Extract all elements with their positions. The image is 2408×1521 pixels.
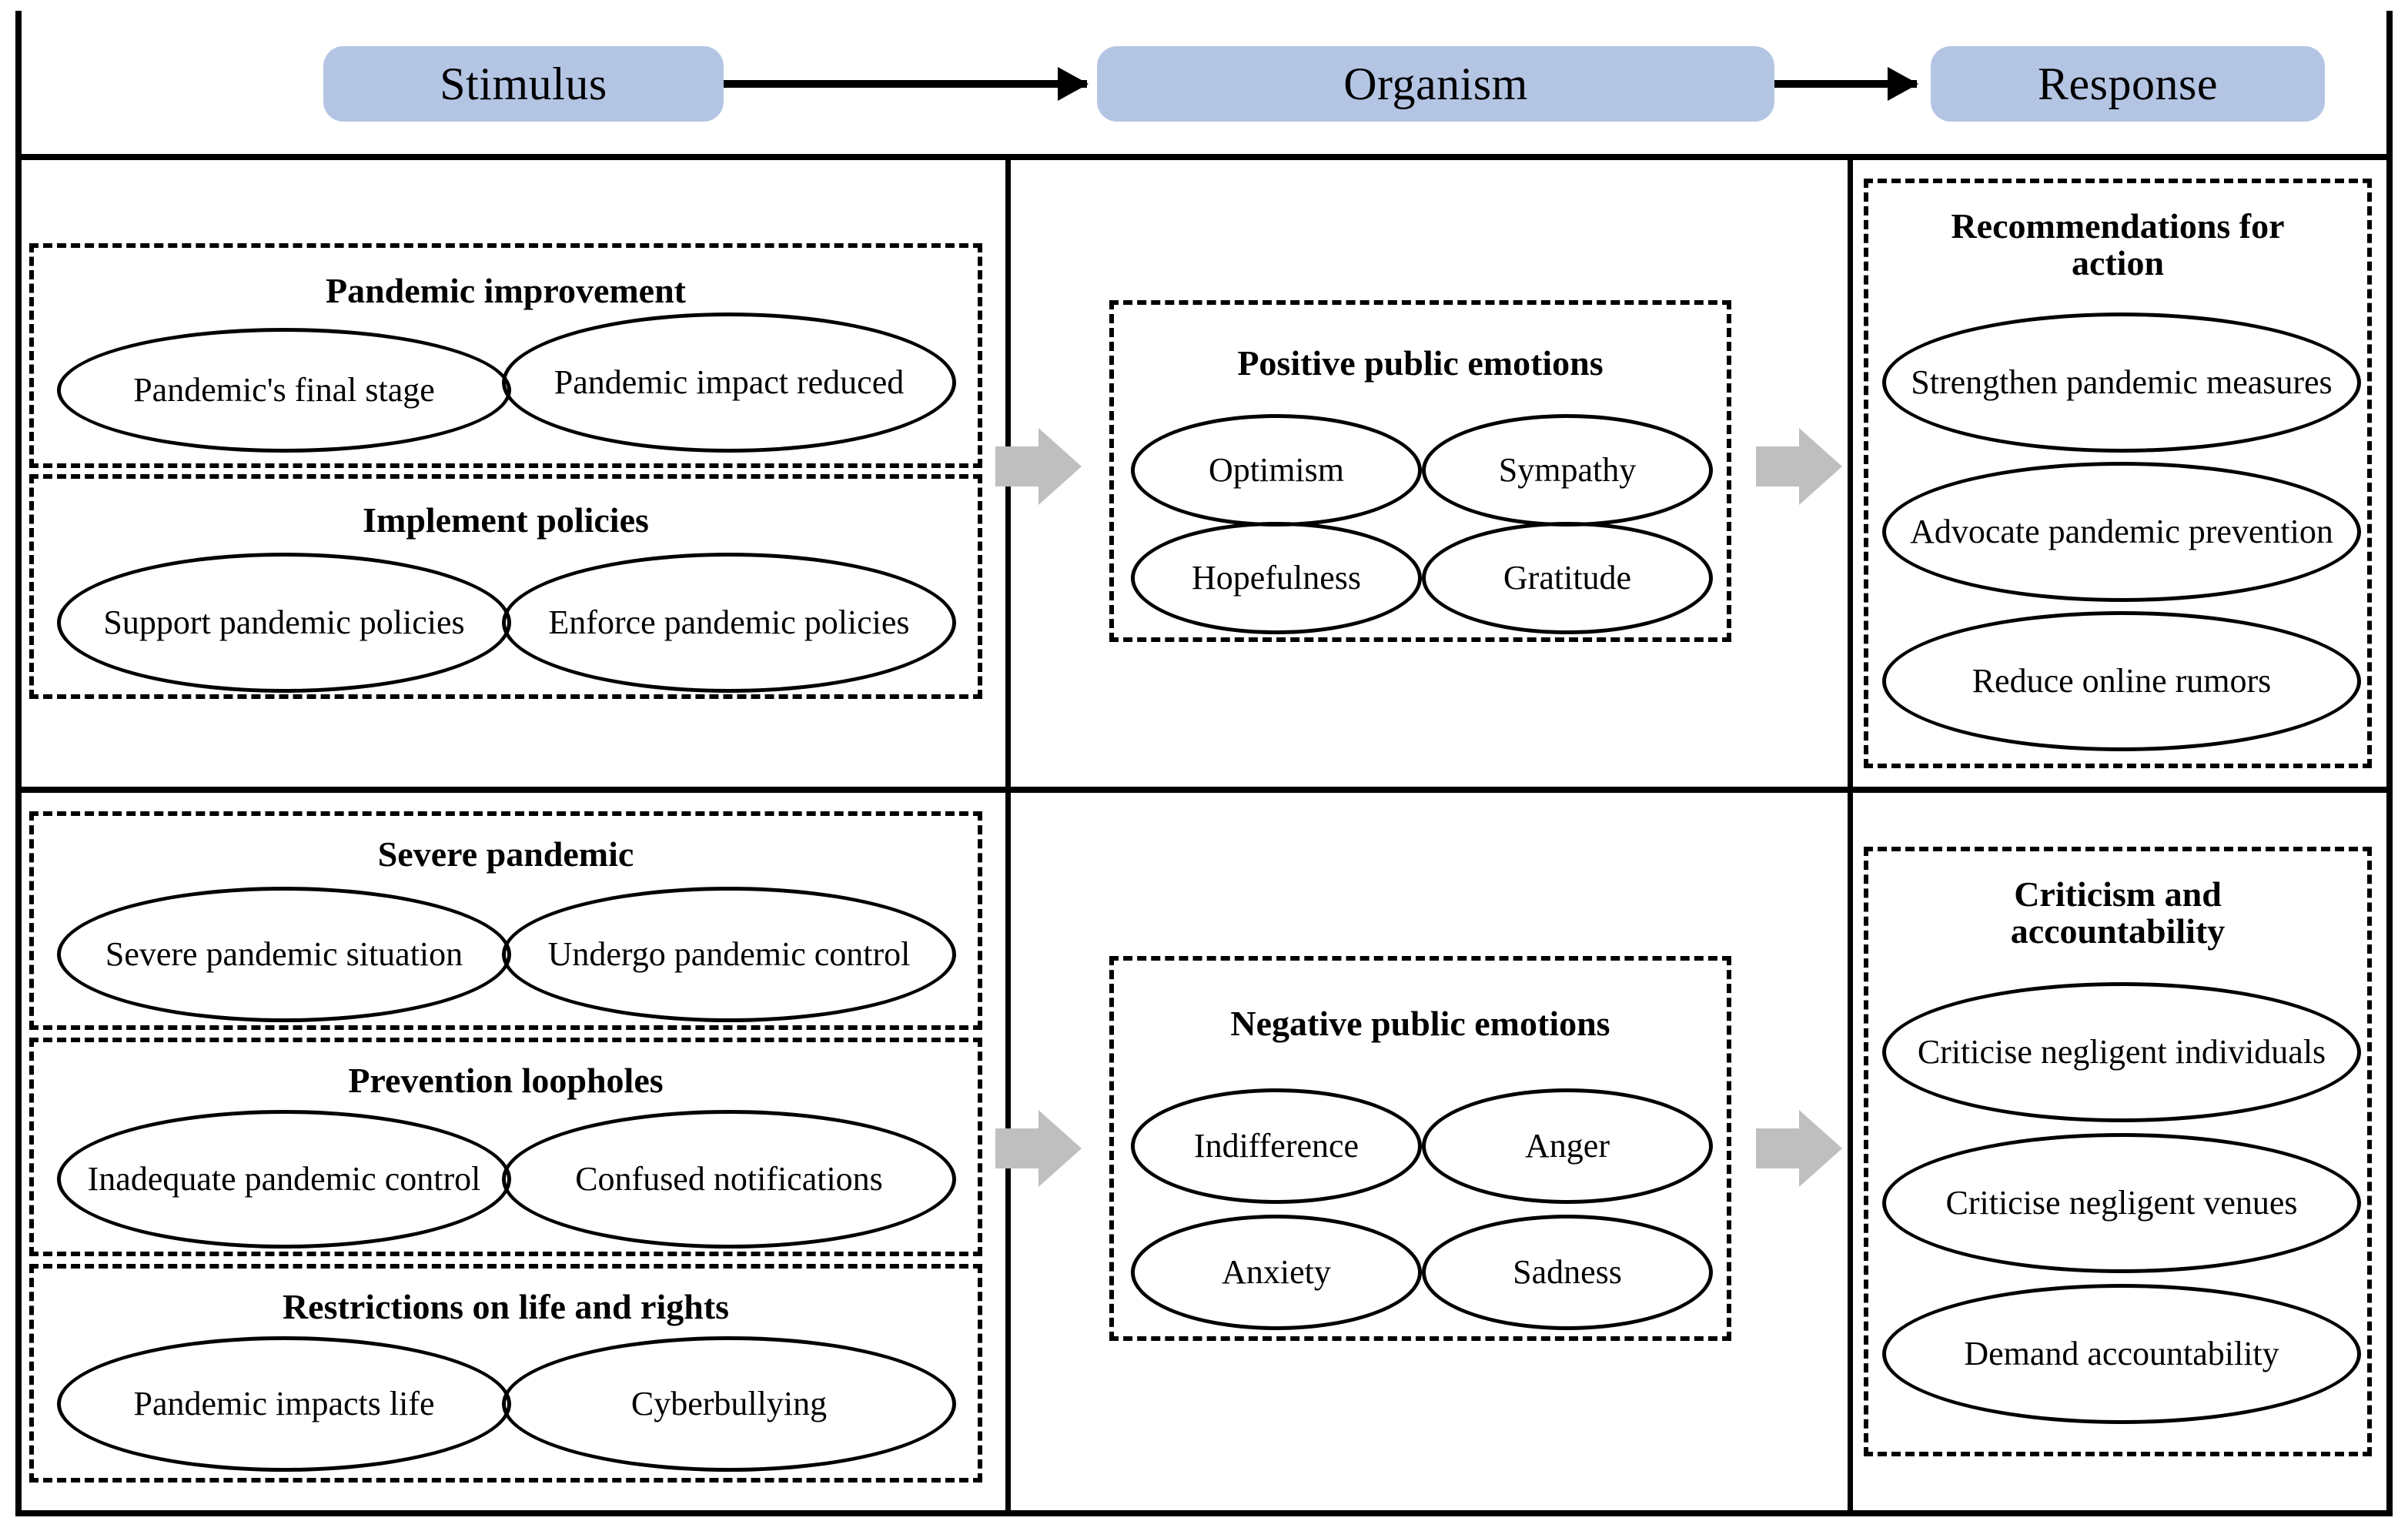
node-ellipse[interactable]: Strengthen pandemic measures	[1882, 313, 2361, 453]
group-title: Severe pandemic	[377, 834, 634, 874]
flow-arrow-organism-to-response-positive	[1756, 428, 1848, 505]
group-recommendations-for-action: Recommendations for action Strengthen pa…	[1864, 179, 2372, 768]
frame-border-left	[15, 154, 22, 1516]
node-ellipse[interactable]: Advocate pandemic prevention	[1882, 462, 2361, 602]
cell-stimulus-negative: Severe pandemic Severe pandemic situatio…	[22, 793, 1005, 1510]
node-ellipse[interactable]: Severe pandemic situation	[57, 887, 511, 1022]
node-ellipse[interactable]: Undergo pandemic control	[502, 887, 956, 1022]
stage-pill-stimulus[interactable]: Stimulus	[323, 46, 724, 122]
flow-arrow-stimulus-to-organism-negative	[995, 1110, 1088, 1187]
stage-pill-stimulus-label: Stimulus	[440, 58, 607, 109]
node-ellipse[interactable]: Enforce pandemic policies	[502, 553, 956, 693]
block-arrow-tip	[1799, 428, 1842, 505]
group-pandemic-improvement: Pandemic improvement Pandemic's final st…	[29, 243, 982, 468]
node-ellipse[interactable]: Confused notifications	[502, 1110, 956, 1249]
node-ellipse[interactable]: Demand accountability	[1882, 1284, 2361, 1424]
header-arrow-organism-to-response	[1774, 67, 1918, 101]
stage-pill-organism[interactable]: Organism	[1097, 46, 1774, 122]
frame-border-right-header	[2386, 11, 2393, 160]
node-ellipse[interactable]: Criticise negligent venues	[1882, 1133, 2361, 1273]
block-arrow-shaft	[1756, 1128, 1801, 1168]
node-ellipse[interactable]: Sympathy	[1422, 414, 1713, 526]
group-prevention-loopholes: Prevention loopholes Inadequate pandemic…	[29, 1038, 982, 1256]
node-ellipse[interactable]: Optimism	[1131, 414, 1422, 526]
group-title: Restrictions on life and rights	[282, 1287, 730, 1326]
node-ellipse[interactable]: Support pandemic policies	[57, 553, 511, 693]
node-ellipse[interactable]: Criticise negligent individuals	[1882, 982, 2361, 1122]
flow-arrow-organism-to-response-negative	[1756, 1110, 1848, 1187]
frame-divider-stimulus-organism	[1005, 160, 1011, 1512]
block-arrow-shaft	[995, 1128, 1040, 1168]
stage-pill-response[interactable]: Response	[1931, 46, 2325, 122]
cell-organism-negative: Negative public emotions Indifference An…	[995, 793, 1848, 1510]
frame-border-bottom	[15, 1510, 2393, 1516]
flow-arrow-stimulus-to-organism-positive	[995, 428, 1088, 505]
node-ellipse[interactable]: Cyberbullying	[502, 1336, 956, 1472]
group-negative-public-emotions: Negative public emotions Indifference An…	[1109, 956, 1731, 1341]
group-criticism-and-accountability: Criticism and accountability Criticise n…	[1864, 847, 2372, 1456]
node-ellipse[interactable]: Gratitude	[1422, 522, 1713, 634]
cell-stimulus-positive: Pandemic improvement Pandemic's final st…	[22, 160, 1005, 787]
block-arrow-shaft	[995, 446, 1040, 486]
cell-organism-positive: Positive public emotions Optimism Sympat…	[995, 160, 1848, 787]
group-restrictions-on-life-and-rights: Restrictions on life and rights Pandemic…	[29, 1264, 982, 1483]
stage-pill-organism-label: Organism	[1343, 58, 1528, 109]
node-ellipse[interactable]: Anger	[1422, 1088, 1713, 1204]
arrow-head-icon	[1888, 67, 1918, 101]
node-ellipse[interactable]: Inadequate pandemic control	[57, 1110, 511, 1249]
node-ellipse[interactable]: Sadness	[1422, 1215, 1713, 1330]
group-severe-pandemic: Severe pandemic Severe pandemic situatio…	[29, 811, 982, 1030]
group-title: Pandemic improvement	[325, 271, 687, 310]
arrow-head-icon	[1058, 67, 1089, 101]
block-arrow-tip	[1799, 1110, 1842, 1187]
node-ellipse[interactable]: Pandemic's final stage	[57, 328, 511, 453]
frame-border-left-header	[15, 11, 22, 160]
node-ellipse[interactable]: Pandemic impact reduced	[502, 313, 956, 453]
group-title: Recommendations for action	[1951, 206, 2285, 283]
frame-border-right	[2386, 154, 2393, 1516]
group-title: Criticism and accountability	[2010, 874, 2226, 951]
cell-response-negative: Criticism and accountability Criticise n…	[1853, 793, 2386, 1510]
node-ellipse[interactable]: Reduce online rumors	[1882, 611, 2361, 751]
block-arrow-tip	[1038, 428, 1082, 505]
node-ellipse[interactable]: Indifference	[1131, 1088, 1422, 1204]
group-title: Implement policies	[363, 500, 649, 540]
frame-border-top	[15, 154, 2393, 160]
group-title: Positive public emotions	[1237, 343, 1604, 383]
stage-header-band: Stimulus Organism Response	[15, 11, 2393, 154]
group-positive-public-emotions: Positive public emotions Optimism Sympat…	[1109, 300, 1731, 642]
node-ellipse[interactable]: Hopefulness	[1131, 522, 1422, 634]
group-title: Negative public emotions	[1230, 1004, 1610, 1043]
frame-divider-horizontal	[15, 787, 2393, 793]
block-arrow-tip	[1038, 1110, 1082, 1187]
stage-pill-response-label: Response	[2038, 58, 2218, 109]
cell-response-positive: Recommendations for action Strengthen pa…	[1853, 160, 2386, 787]
group-title: Prevention loopholes	[348, 1061, 664, 1100]
node-ellipse[interactable]: Pandemic impacts life	[57, 1336, 511, 1472]
frame-divider-organism-response	[1848, 160, 1853, 1512]
block-arrow-shaft	[1756, 446, 1801, 486]
node-ellipse[interactable]: Anxiety	[1131, 1215, 1422, 1330]
group-implement-policies: Implement policies Support pandemic poli…	[29, 474, 982, 699]
header-arrow-stimulus-to-organism	[724, 67, 1089, 101]
